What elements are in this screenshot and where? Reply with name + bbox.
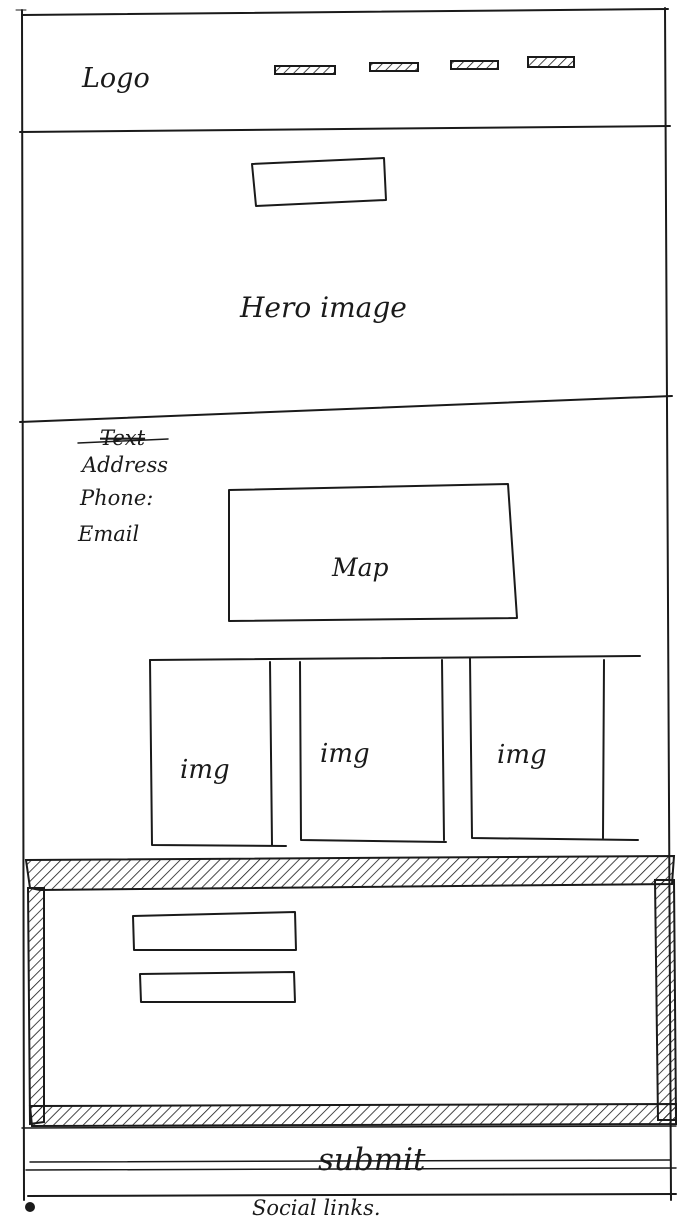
contact-heading: Text	[100, 426, 146, 450]
gallery-image-1[interactable]: img	[149, 659, 287, 847]
hero-banner-box	[251, 157, 387, 207]
form-field-2[interactable]	[139, 971, 296, 1003]
nav-item-1[interactable]	[274, 65, 336, 75]
gallery-image-label: img	[320, 739, 370, 769]
form-section	[24, 854, 678, 1128]
nav-menu	[274, 56, 575, 75]
submit-label: submit	[318, 1142, 426, 1178]
footer: Social links.	[25, 1196, 381, 1219]
email-label: Email	[77, 522, 139, 546]
form-field-1[interactable]	[132, 911, 297, 951]
contact-info: Text Address Phone: Email	[77, 426, 169, 546]
gallery-image-label: img	[180, 755, 230, 785]
phone-label: Phone:	[79, 486, 153, 510]
gallery-image-label: img	[497, 740, 547, 770]
nav-item-4[interactable]	[527, 56, 575, 68]
submit-button[interactable]: submit	[21, 1125, 677, 1197]
hero-image-label: Hero image	[239, 291, 407, 324]
corner-dot	[25, 1202, 35, 1212]
gallery-image-3[interactable]: img	[469, 657, 639, 841]
logo[interactable]: Logo	[81, 63, 150, 94]
map[interactable]: Map	[228, 483, 518, 622]
gallery-image-2[interactable]: img	[299, 659, 447, 843]
map-label: Map	[331, 553, 389, 582]
header: Logo	[19, 56, 671, 133]
address-label: Address	[80, 453, 168, 477]
nav-item-3[interactable]	[450, 60, 499, 70]
page-frame	[15, 7, 672, 1201]
social-links[interactable]: Social links.	[252, 1196, 381, 1219]
hero-section: Hero image	[19, 157, 673, 423]
image-gallery: img img img	[149, 655, 641, 847]
nav-item-2[interactable]	[369, 62, 419, 72]
